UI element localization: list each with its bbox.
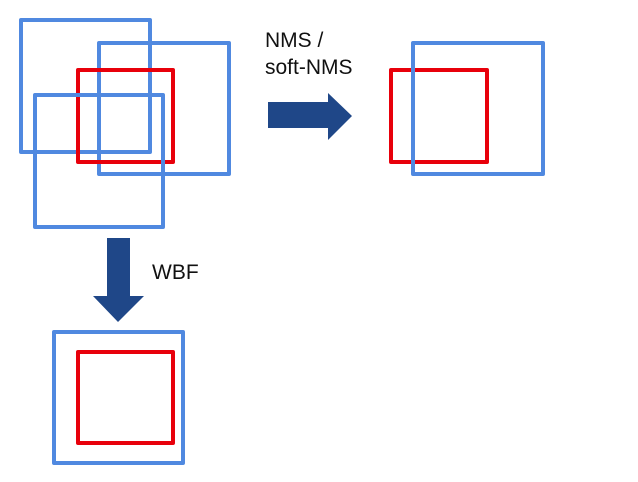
arrow-right-icon: [268, 93, 352, 140]
wbf-result-ground-truth: [76, 350, 175, 445]
wbf-result-box: [52, 330, 185, 465]
nms-label-line1: NMS /: [265, 29, 324, 52]
nms-result-box: [411, 41, 545, 176]
wbf-label: WBF: [152, 261, 199, 284]
input-box-1: [19, 18, 152, 154]
arrow-down-icon: [93, 238, 144, 322]
nms-result-ground-truth: [389, 68, 489, 164]
input-box-3: [33, 93, 165, 229]
nms-label-line2: soft-NMS: [265, 56, 353, 79]
nms-label: NMS / soft-NMS: [265, 27, 353, 81]
input-box-ground-truth: [76, 68, 175, 164]
